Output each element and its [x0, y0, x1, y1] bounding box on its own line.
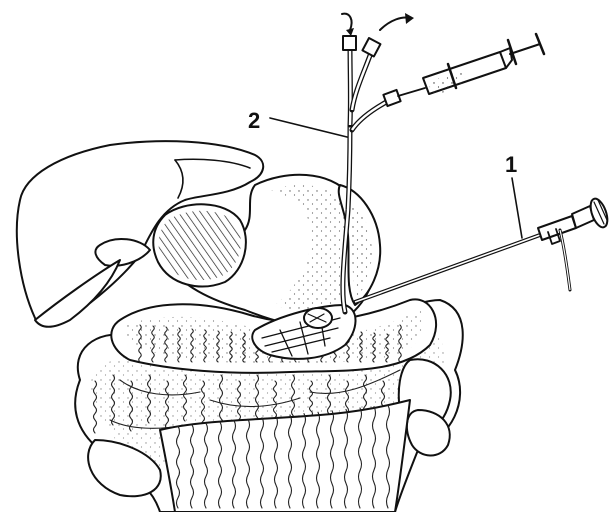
gallbladder — [153, 204, 246, 286]
port-cap-3 — [383, 90, 400, 106]
port-cap-1 — [343, 36, 356, 50]
label-1: 1 — [505, 152, 517, 177]
port-cap-2 — [362, 38, 380, 56]
label-2: 2 — [248, 108, 260, 133]
label-2-group: 2 — [248, 108, 347, 137]
label-1-group: 1 — [505, 152, 522, 238]
endoscope — [355, 197, 611, 302]
syringe — [398, 34, 544, 96]
